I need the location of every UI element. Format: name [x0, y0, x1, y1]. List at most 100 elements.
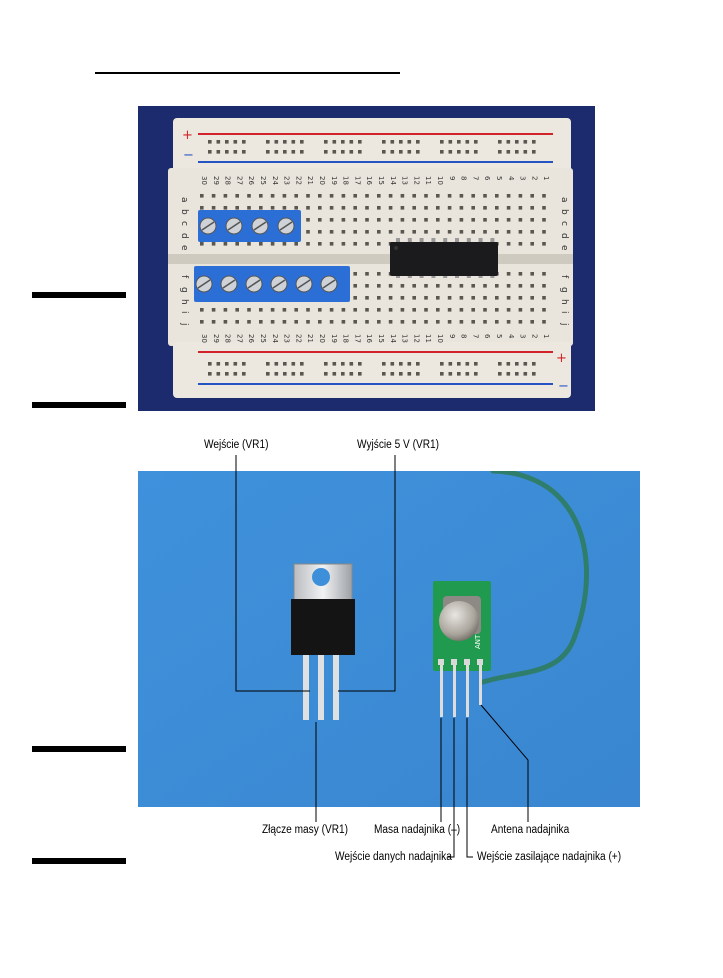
photo-background: [138, 471, 640, 807]
column-number: 24: [271, 176, 279, 185]
breadboard-hole: [329, 218, 334, 222]
breadboard-hole: [459, 320, 464, 324]
breadboard-hole: [506, 308, 511, 312]
row-letter-right: a: [559, 197, 569, 203]
breadboard-hole: [506, 218, 511, 222]
row-letter-left: i: [179, 311, 189, 314]
breadboard-hole: [447, 320, 452, 324]
breadboard-hole: [495, 230, 499, 234]
rail-hole: [532, 362, 536, 366]
column-number: 1: [542, 334, 550, 338]
rail-hole: [291, 150, 296, 154]
rail-hole: [242, 140, 246, 144]
breadboard-hole: [388, 308, 393, 312]
breadboard-hole: [306, 218, 310, 222]
column-number: 19: [330, 176, 338, 185]
breadboard-hole: [400, 284, 405, 288]
breadboard-hole: [235, 194, 239, 198]
rail-hole: [300, 362, 304, 366]
terminal-block-small: [198, 210, 301, 242]
rail-hole: [474, 372, 478, 376]
breadboard-hole: [436, 308, 440, 312]
callout-line-output: [338, 455, 396, 692]
rail-hole: [300, 150, 304, 154]
rail-hole: [300, 140, 304, 144]
breadboard-hole: [447, 230, 452, 234]
rail-hole: [291, 140, 296, 144]
breadboard-hole: [506, 296, 511, 300]
rail-hole: [523, 150, 528, 154]
row-letter-right: b: [559, 209, 569, 215]
breadboard-hole: [518, 296, 523, 300]
rail-hole: [448, 362, 453, 366]
rail-hole: [358, 362, 362, 366]
column-number: 1: [542, 176, 550, 180]
column-number: 4: [507, 334, 515, 339]
breadboard-hole: [424, 284, 428, 288]
column-number: 2: [530, 176, 538, 180]
breadboard-hole: [483, 218, 487, 222]
title-underline: [95, 72, 400, 74]
breadboard-hole: [542, 218, 546, 222]
row-letter-left: a: [179, 197, 189, 203]
column-number: 6: [483, 334, 491, 339]
breadboard-hole: [471, 284, 475, 288]
rail-hole: [399, 140, 403, 144]
breadboard-hole: [223, 242, 228, 246]
rail-hole: [332, 140, 337, 144]
rail-hole: [349, 150, 354, 154]
breadboard-hole: [329, 194, 334, 198]
breadboard-hole: [306, 242, 310, 246]
row-letter-left: c: [179, 221, 189, 226]
breadboard-hole: [542, 194, 546, 198]
rail-hole: [341, 362, 345, 366]
breadboard-hole: [235, 320, 239, 324]
row-letter-right: e: [559, 245, 569, 251]
breadboard-hole: [211, 242, 216, 246]
callout-line-tx-power: [466, 718, 473, 858]
rail-hole: [382, 140, 386, 144]
column-number: 24: [271, 334, 279, 343]
screw-slot: [297, 279, 311, 289]
breadboard-hole: [365, 308, 369, 312]
column-number: 5: [495, 176, 503, 180]
breadboard-hole: [211, 320, 216, 324]
breadboard-hole: [294, 320, 298, 324]
breadboard-hole: [530, 230, 534, 234]
rail-hole: [274, 150, 279, 154]
column-number: 30: [200, 176, 208, 185]
rail-hole: [506, 140, 511, 144]
row-letter-right: j: [559, 322, 569, 326]
breadboard-hole: [412, 308, 416, 312]
breadboard-hole: [471, 296, 475, 300]
rail-hole: [440, 362, 444, 366]
breadboard-hole: [471, 308, 475, 312]
breadboard-hole: [247, 242, 251, 246]
breadboard-hole: [259, 242, 263, 246]
rail-hole: [407, 150, 412, 154]
breadboard-hole: [282, 206, 287, 210]
ic-chip: [390, 242, 498, 276]
screw-slot: [279, 221, 293, 231]
breadboard-hole: [459, 230, 464, 234]
row-letter-left: b: [179, 209, 189, 215]
breadboard-hole: [235, 242, 239, 246]
breadboard-hole: [282, 308, 287, 312]
breadboard-hole: [223, 194, 228, 198]
breadboard-hole: [495, 308, 499, 312]
breadboard-hole: [436, 230, 440, 234]
breadboard-hole: [542, 284, 546, 288]
rail-hole: [233, 150, 238, 154]
breadboard-hole: [377, 272, 381, 276]
breadboard-hole: [471, 194, 475, 198]
breadboard-hole: [353, 206, 357, 210]
rail-hole: [324, 372, 328, 376]
column-number: 17: [353, 334, 361, 343]
breadboard-hole: [306, 206, 310, 210]
breadboard-hole: [353, 308, 357, 312]
breadboard-hole: [377, 320, 381, 324]
voltage-regulator: [291, 563, 355, 720]
breadboard-hole: [377, 284, 381, 288]
breadboard-hole: [353, 296, 357, 300]
